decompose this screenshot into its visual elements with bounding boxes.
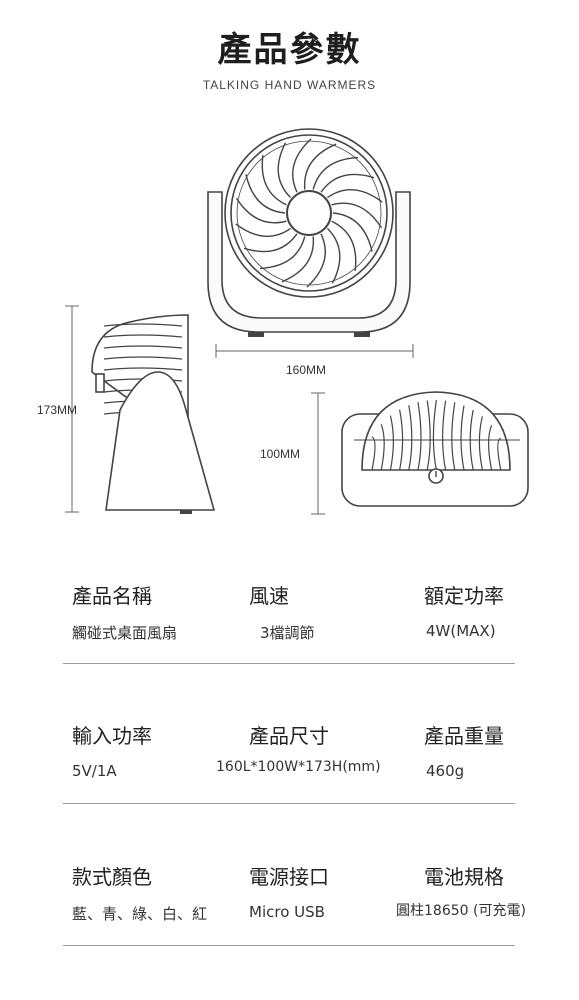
- spec-value-style-colors: 藍、青、綠、白、紅: [72, 905, 208, 923]
- width-dimension-label: 160MM: [286, 363, 327, 377]
- spec-value-product-weight: 460g: [426, 762, 465, 780]
- spec-label-battery-spec: 電池規格: [424, 865, 504, 889]
- fan-front-view: [207, 128, 411, 337]
- spec-label-wind-speed: 風速: [249, 584, 289, 608]
- spec-label-product-size: 產品尺寸: [249, 724, 329, 748]
- depth-dimension-label: 100MM: [260, 447, 301, 461]
- spec-label-product-name: 產品名稱: [72, 584, 152, 608]
- spec-value-wind-speed: 3檔調節: [260, 624, 315, 642]
- fan-diagram: [65, 128, 529, 515]
- fan-top-view: [341, 391, 529, 507]
- spec-label-power-port: 電源接口: [249, 865, 329, 889]
- fan-side-view: [91, 314, 216, 514]
- spec-label-input-power: 輸入功率: [72, 724, 152, 748]
- page-subtitle: TALKING HAND WARMERS: [202, 78, 377, 92]
- row-divider-3: [63, 945, 515, 946]
- spec-label-style-colors: 款式顏色: [72, 865, 152, 889]
- spec-value-battery-spec: 圓柱18650 (可充電): [396, 903, 526, 919]
- spec-value-product-size: 160L*100W*173H(mm): [216, 759, 381, 775]
- spec-value-product-name: 觸碰式桌面風扇: [72, 624, 178, 642]
- dimension-lines: [65, 305, 414, 515]
- spec-value-rated-power: 4W(MAX): [426, 622, 496, 640]
- page-title: 產品參數: [217, 30, 362, 70]
- spec-value-input-power: 5V/1A: [72, 762, 117, 780]
- spec-label-rated-power: 額定功率: [424, 584, 504, 608]
- row-divider-2: [63, 803, 515, 804]
- row-divider-1: [63, 663, 515, 664]
- spec-label-product-weight: 產品重量: [424, 724, 504, 748]
- height-dimension-label: 173MM: [37, 403, 78, 417]
- spec-value-power-port: Micro USB: [249, 903, 325, 921]
